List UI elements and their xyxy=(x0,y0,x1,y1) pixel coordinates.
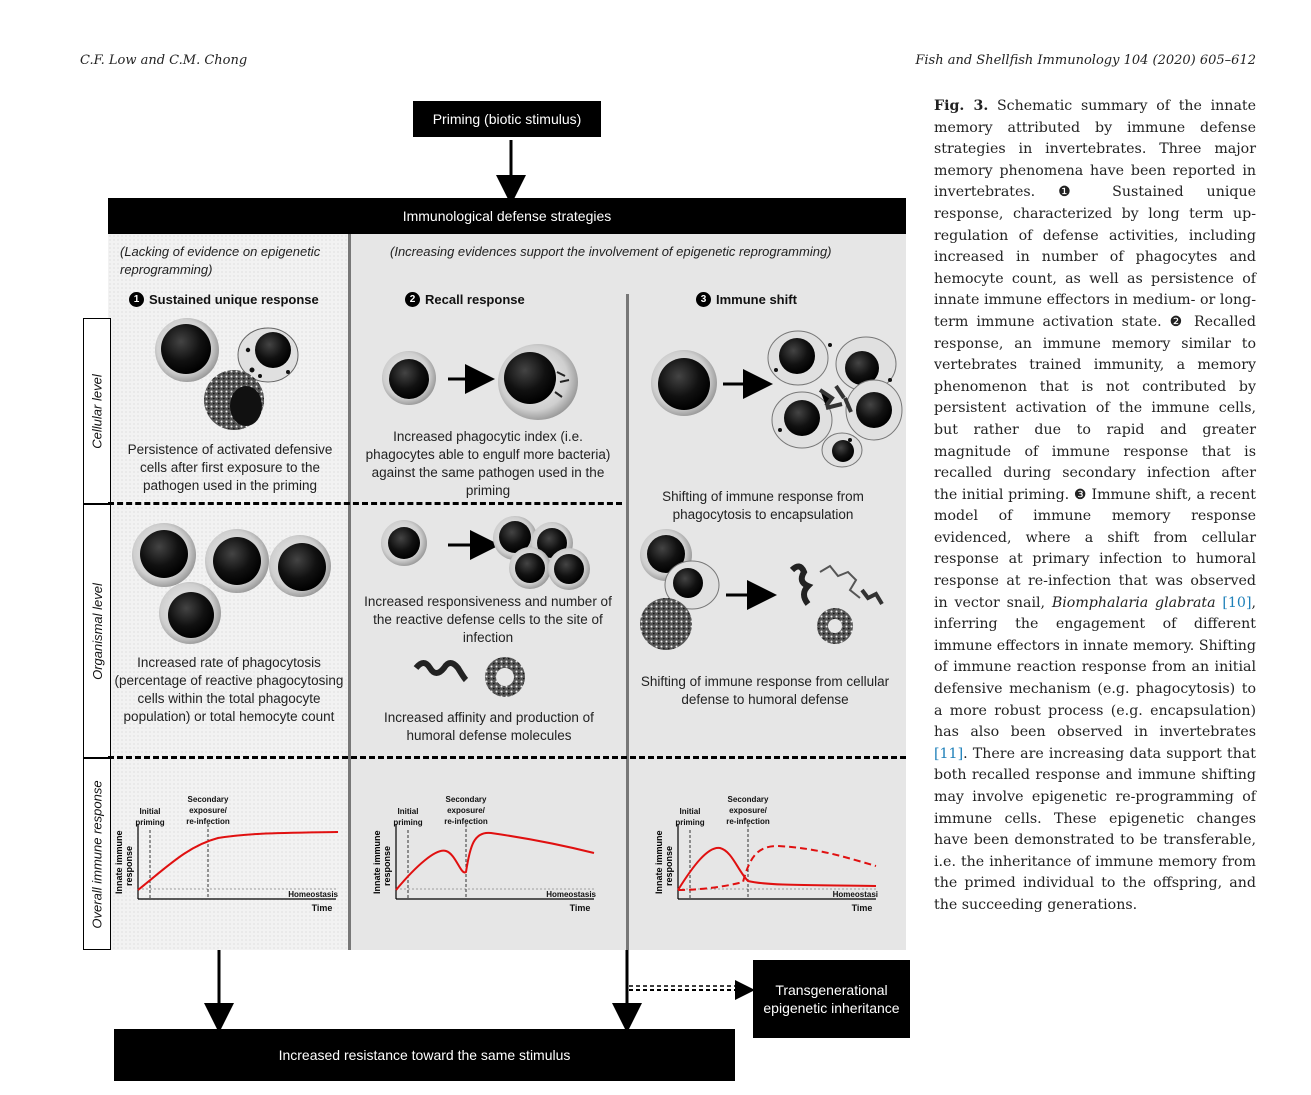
secondary-exposure-label: re-infection xyxy=(726,817,770,826)
initial-priming-label: Initial xyxy=(398,807,419,816)
secondary-exposure-label: re-infection xyxy=(186,817,230,826)
column-title-recall: 2 Recall response xyxy=(405,292,525,307)
homeostasis-label: Homeostasi xyxy=(833,890,878,899)
note-increasing-evidence: (Increasing evidences support the involv… xyxy=(390,244,832,259)
response-curve xyxy=(137,831,339,891)
number-badge: 1 xyxy=(129,292,144,307)
phagocyte-cell-icon xyxy=(205,529,269,593)
engulfing-phagocyte-icon xyxy=(498,344,578,420)
initial-priming-label: Initial xyxy=(140,807,161,816)
initial-priming-label: priming xyxy=(393,818,422,827)
column-title-text: Sustained unique response xyxy=(149,292,319,307)
humoral-molecule-icon xyxy=(789,563,884,644)
figure-label: Fig. 3. xyxy=(934,98,989,114)
number-badge: 3 xyxy=(696,292,711,307)
caption-humoral-affinity: Increased affinity and production of hum… xyxy=(384,710,594,743)
x-axis-label: Time xyxy=(570,903,591,913)
secondary-exposure-label: exposure/ xyxy=(447,806,486,815)
initial-priming-label: Initial xyxy=(680,807,701,816)
y-axis-label: response xyxy=(664,846,674,886)
row-label-overall: Overall immune response xyxy=(83,758,111,950)
recruited-cells-icon xyxy=(493,516,590,590)
secondary-exposure-label: exposure/ xyxy=(729,806,768,815)
running-header-journal: Fish and Shellfish Immunology 104 (2020)… xyxy=(915,53,1256,68)
row-label-organismal: Organismal level xyxy=(83,504,111,758)
phagocyte-cell-icon xyxy=(159,582,221,644)
y-axis-label: Innate immune xyxy=(372,830,382,894)
citation-link[interactable]: [10] xyxy=(1222,594,1252,611)
homeostasis-label: Homeostasis xyxy=(288,890,338,899)
caption-cellular-to-humoral: Shifting of immune response from cellula… xyxy=(640,674,890,707)
row-separator xyxy=(108,502,622,505)
caption-persistence: Persistence of activated defensive cells… xyxy=(127,442,333,493)
y-axis-label: Innate immune xyxy=(114,830,124,894)
secondary-exposure-label: re-infection xyxy=(444,817,488,826)
humoral-molecule-icon xyxy=(413,657,525,697)
caption-text: Schematic summary of the innate memory a… xyxy=(934,98,1256,611)
row-label-cellular: Cellular level xyxy=(83,318,111,504)
transgenerational-box: Transgenerational epigenetic inheritance xyxy=(753,960,910,1038)
column-divider-1 xyxy=(348,234,351,950)
initial-priming-label: priming xyxy=(675,818,704,827)
secondary-exposure-label: Secondary xyxy=(446,795,487,804)
phagocyte-cell-icon xyxy=(381,520,427,566)
phagocyte-cell-icon xyxy=(382,351,436,405)
phagocyte-cell-icon xyxy=(132,523,196,587)
y-axis-label: Innate immune xyxy=(654,830,664,894)
response-curve xyxy=(395,831,595,891)
column-title-immune-shift: 3 Immune shift xyxy=(696,292,797,307)
secondary-exposure-label: exposure/ xyxy=(189,806,228,815)
figure-caption: Fig. 3. Schematic summary of the innate … xyxy=(934,96,1256,917)
note-lacking-evidence: (Lacking of evidence on epigenetic repro… xyxy=(120,244,321,277)
response-curve-humoral xyxy=(677,844,877,891)
citation-link[interactable]: [11] xyxy=(934,745,964,762)
species-name: Biomphalaria glabrata xyxy=(1051,594,1216,611)
secondary-exposure-label: Secondary xyxy=(728,795,769,804)
caption-phagocytosis-to-encapsulation: Shifting of immune response from phagocy… xyxy=(662,489,864,522)
defense-strategies-header: Immunological defense strategies xyxy=(108,198,906,234)
phagocyte-cell-icon xyxy=(651,350,717,416)
column-title-text: Immune shift xyxy=(716,292,797,307)
column-title-sustained: 1 Sustained unique response xyxy=(129,292,319,307)
secondary-exposure-label: Secondary xyxy=(188,795,229,804)
column-divider-2 xyxy=(626,294,629,950)
caption-phagocytosis-rate: Increased rate of phagocytosis (percenta… xyxy=(114,655,344,724)
column-title-text: Recall response xyxy=(425,292,525,307)
caption-text: , inferring the engagement of different … xyxy=(934,594,1256,741)
caption-text: . There are increasing data support that… xyxy=(934,745,1256,913)
increased-resistance-box: Increased resistance toward the same sti… xyxy=(114,1029,735,1081)
granulocyte-cell-icon xyxy=(237,327,299,383)
row-separator xyxy=(108,756,906,759)
number-badge: 2 xyxy=(405,292,420,307)
homeostasis-label: Homeostasis xyxy=(546,890,596,899)
y-axis-label: response xyxy=(124,846,134,886)
caption-responsiveness: Increased responsiveness and number of t… xyxy=(364,594,612,645)
running-header-authors: C.F. Low and C.M. Chong xyxy=(80,53,248,68)
phagocyte-cell-icon xyxy=(269,535,331,597)
phagocyte-cell-icon xyxy=(155,318,219,382)
y-axis-label: response xyxy=(382,846,392,886)
encapsulation-cluster-icon xyxy=(767,330,903,468)
x-axis-label: Time xyxy=(852,903,873,913)
x-axis-label: Time xyxy=(312,903,333,913)
speckled-cell-icon xyxy=(204,370,264,430)
caption-phagocytic-index: Increased phagocytic index (i.e. phagocy… xyxy=(365,429,611,498)
priming-box: Priming (biotic stimulus) xyxy=(413,101,601,137)
initial-priming-label: priming xyxy=(135,818,164,827)
response-curve-cellular xyxy=(677,846,877,891)
mixed-cells-icon xyxy=(640,529,720,650)
